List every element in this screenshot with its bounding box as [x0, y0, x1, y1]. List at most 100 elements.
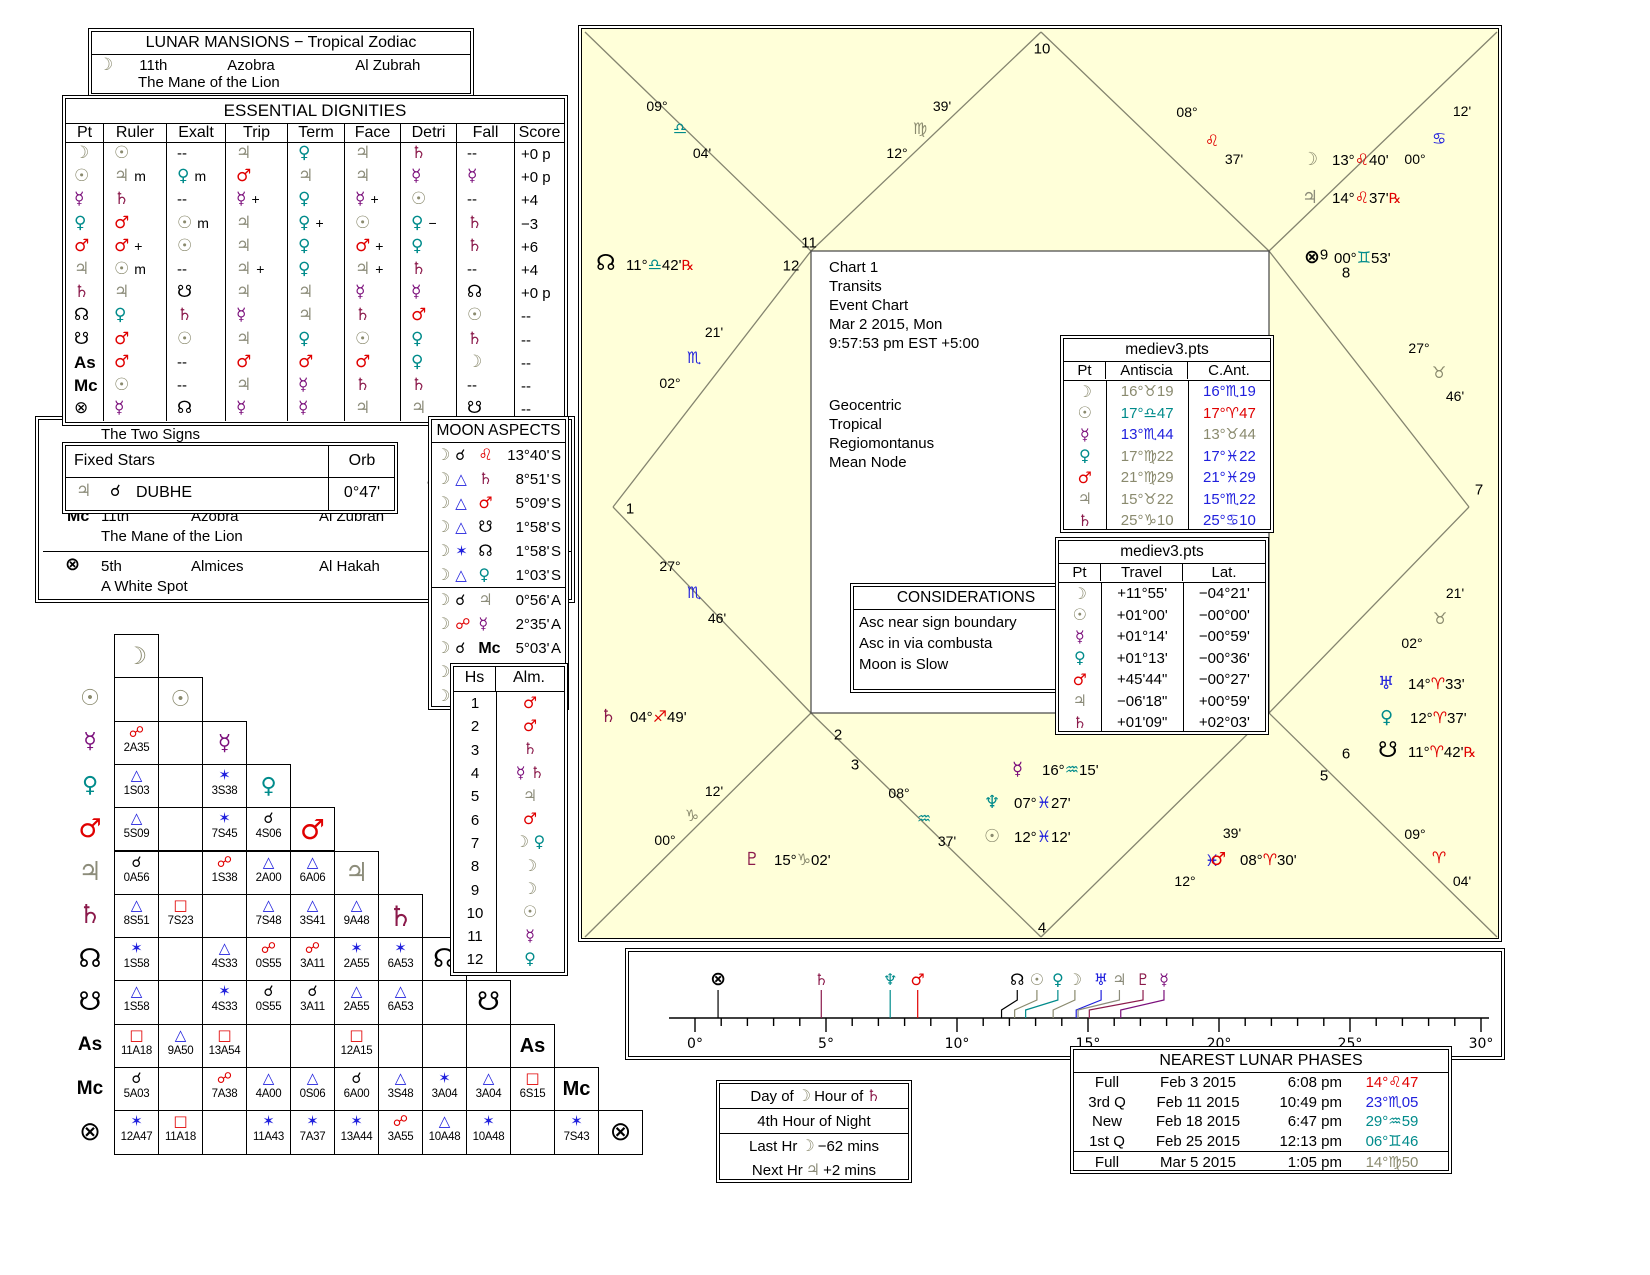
grid-aspect-cell: △3A04 [466, 1067, 511, 1112]
wheel-planet-uranus: ♅14°♈33' [1378, 673, 1465, 694]
mansion-fragment: The Two Signs [101, 426, 200, 443]
mercury-icon: ☿ [74, 189, 85, 210]
wheel-planet-fortune: ⊗00°♊53' [1304, 246, 1391, 268]
dignity-row: ☉♃m♀m♂♃♃☿☿+0 p [66, 166, 564, 190]
moon-aspects-window[interactable]: MOON ASPECTS ☽☌♌13°40'S☽△♄8°51'S☽△♂5°09'… [428, 416, 569, 710]
taurus-sign-icon: ♉ [1432, 609, 1448, 628]
scorpio-sign-icon: ♏ [1388, 1092, 1402, 1111]
neptune-icon: ♆ [984, 792, 1001, 813]
aspect-sex-icon: ✶ [482, 1112, 495, 1131]
orb-header: Orb [348, 452, 376, 469]
saturn-icon: ♄ [411, 258, 427, 279]
aspect-orb-value: 3A04 [431, 1088, 458, 1100]
scorpio-sign-icon: ♏ [1225, 489, 1240, 508]
dignity-cell: ♄ [457, 212, 515, 236]
cusp-11-min: 39' [932, 98, 952, 114]
moon-icon: ☽ [1068, 970, 1082, 989]
grid-aspect-cell: △2A55 [334, 980, 379, 1025]
jupiter-icon: ♃ [74, 258, 90, 279]
aspect-orb-value: 0S06 [299, 1088, 326, 1100]
mercury-icon: ☿ [236, 398, 247, 419]
degree-ruler-window[interactable]: 0°5°10°15°20°25°30°⊗♄♆♂☊☉♀☽♅♃♇☿ [625, 948, 1505, 1060]
dignity-col-header: Term [288, 124, 345, 142]
grid-aspect-cell [290, 1023, 335, 1068]
aspect-con-icon: ☌ [455, 590, 466, 609]
dignity-row: ☊♀♄☿♃♄♂☉-- [66, 305, 564, 329]
grid-aspect-cell: ☍3A11 [290, 937, 335, 982]
aquarius-sign-icon: ♒ [1388, 1112, 1402, 1131]
pisces-sign-icon: ♓ [1225, 468, 1240, 487]
pisces-sign-icon: ♓ [1204, 851, 1220, 870]
cusp-3-min: 12' [704, 783, 724, 799]
mars-icon: ♂ [236, 166, 252, 187]
jupiter-icon: ♃ [355, 398, 371, 419]
chart-info-line: Chart 1 [829, 259, 879, 276]
dignity-cell: ♂ [226, 166, 288, 190]
wheel-planet-node_s: ☋11°♈42'℞ [1378, 738, 1477, 763]
grid-aspect-cell: ☌0A56 [114, 850, 159, 895]
moon-icon: ☽ [1302, 149, 1319, 170]
cusp-10-min: 37' [1224, 151, 1244, 167]
mars-icon: ♂ [114, 212, 130, 233]
libra-sign-icon: ♎ [672, 119, 688, 138]
dignity-col-header: Score [518, 124, 561, 141]
grid-row-label-node_s: ☋ [78, 987, 102, 1018]
dignity-cell: ☿ [226, 398, 288, 422]
grid-row-label-jupiter: ♃ [78, 857, 102, 888]
grid-aspect-cell: □6S15 [510, 1067, 555, 1112]
venus-icon: ♀ [1052, 970, 1064, 989]
moon-aspect-row: ☽☌♃0°56'A [436, 589, 561, 609]
taurus-sign-icon: ♉ [1225, 425, 1240, 444]
almuten-row: 2♂ [454, 715, 564, 739]
node_s-icon: ☋ [1378, 738, 1398, 763]
grid-aspect-cell: △5S09 [114, 807, 159, 852]
mars-icon: ♂ [911, 970, 925, 989]
virgo-sign-icon: ♍ [1143, 446, 1157, 465]
dignity-cell: ☊ [457, 282, 515, 306]
mercury-icon: ☿ [1079, 424, 1090, 444]
gemini-sign-icon: ♊ [1388, 1132, 1402, 1151]
dignity-cell: ☉ [457, 305, 515, 329]
aspect-orb-value: 5S09 [123, 828, 150, 841]
cusp-3-sign: ♑ [685, 808, 699, 824]
pluto-icon: ♇ [1136, 970, 1150, 989]
aries-sign-icon: ♈ [1430, 674, 1446, 693]
cusp-5-deg: 12° [1174, 873, 1196, 889]
moon-icon: ☽ [436, 492, 451, 512]
almuten-row: 12♀ [454, 948, 564, 972]
mars-icon: ♂ [522, 809, 538, 829]
dignity-cell: ♃ [104, 282, 167, 306]
aspect-squ-icon: □ [173, 1112, 188, 1131]
venus-icon: ♀ [411, 351, 424, 372]
saturn-icon: ♄ [467, 328, 483, 349]
dignity-cell: -- [167, 374, 226, 399]
aspect-sex-icon: ✶ [218, 982, 231, 1001]
cusp-4-sign: ♒ [917, 811, 931, 827]
wheel-planet-venus: ♀12°♈37' [1380, 707, 1467, 728]
fortune-icon: ⊗ [1304, 246, 1320, 268]
cusp-10-sign: ♌ [1205, 133, 1219, 149]
aspect-orb-value: 12A15 [340, 1044, 373, 1057]
grid-aspect-cell: ☍3A55 [378, 1110, 423, 1155]
grid-aspect-cell [202, 893, 247, 939]
aspect-orb-value: 10A48 [428, 1131, 461, 1144]
saturn-icon: ♄ [355, 305, 371, 326]
node_n-icon: ☊ [1010, 970, 1024, 989]
